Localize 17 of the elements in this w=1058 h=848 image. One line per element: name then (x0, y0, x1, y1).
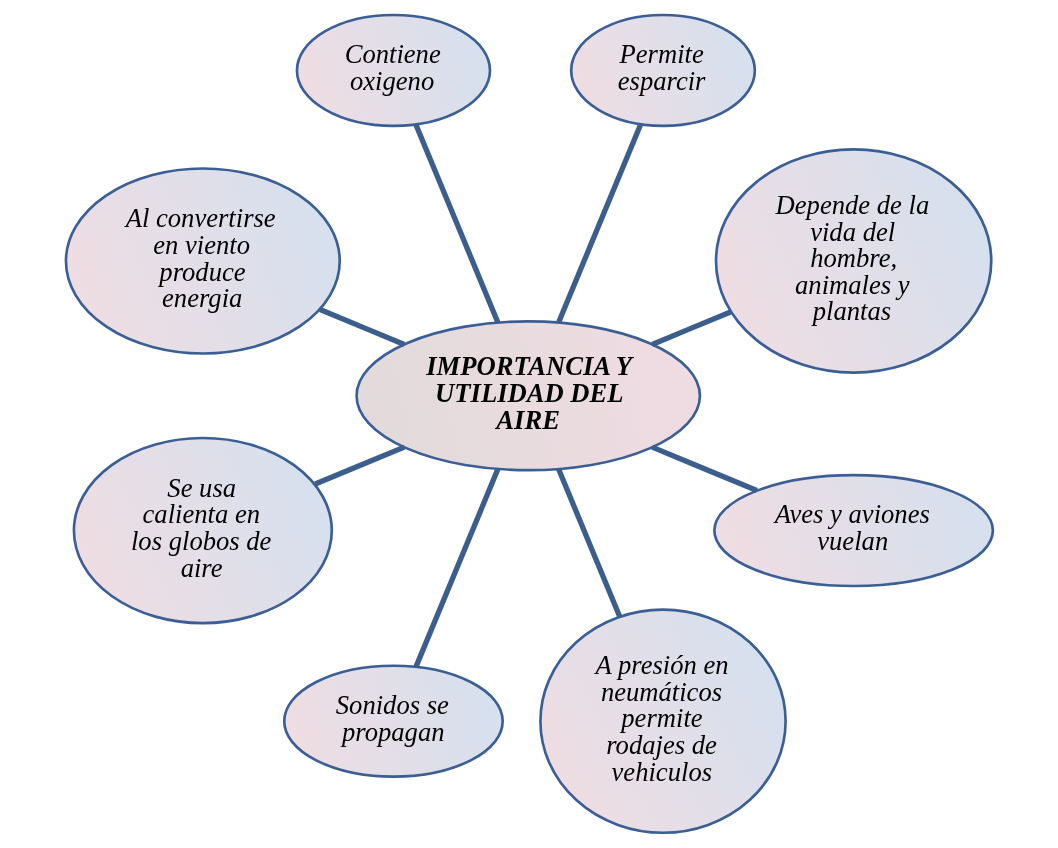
connector (318, 307, 405, 347)
connector (555, 467, 622, 618)
node-ellipse: Permite esparcir (569, 13, 756, 128)
connector (650, 309, 732, 347)
node-ellipse: Sonidos se propagan (282, 664, 504, 778)
node-ellipse: Se usa calienta en los globos de aire (72, 436, 333, 625)
node-ellipse: Contiene oxigeno (295, 13, 491, 128)
node-circle: A presión en neumáticos permite rodajes de vehiculos (538, 608, 787, 835)
node-ellipse: IMPORTANCIA Y UTILIDAD DEL AIRE (354, 320, 701, 472)
connector (412, 123, 500, 324)
node-ellipse: Al convertirse en viento produce energia (64, 167, 341, 355)
connector (412, 467, 500, 669)
connector (313, 444, 405, 487)
connector (650, 444, 758, 493)
node-ellipse: Depende de la vida del hombre, animales y plantas (714, 148, 993, 374)
node-ellipse: Aves y aviones vuelan (712, 473, 994, 588)
connector (555, 123, 643, 324)
